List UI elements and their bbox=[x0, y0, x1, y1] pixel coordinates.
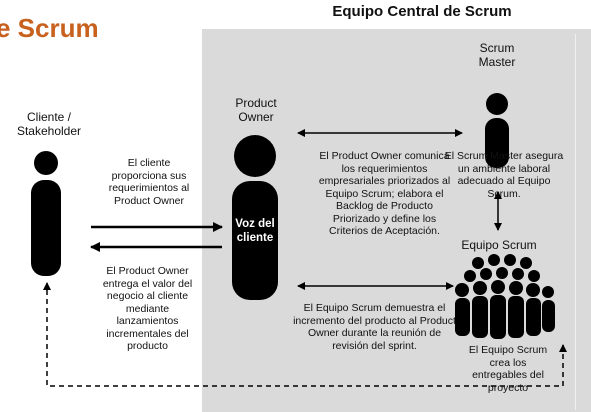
page-title: e Scrum bbox=[0, 13, 99, 43]
scrum-master-label: Scrum Master bbox=[478, 41, 516, 69]
scrum-team-icon bbox=[455, 254, 555, 339]
voice-of-customer-label: Voz del cliente bbox=[235, 218, 275, 244]
team-client-dashed-arrow-icon bbox=[43, 282, 567, 387]
product-owner-person-icon bbox=[232, 135, 278, 300]
product-owner-label: Product Owner bbox=[235, 96, 277, 124]
panel-title: Equipo Central de Scrum bbox=[332, 3, 512, 20]
team-creates-text: El Equipo Scrum crea los entregables del… bbox=[468, 344, 548, 394]
scrum-team-label: Equipo Scrum bbox=[461, 238, 537, 252]
panel-divider bbox=[575, 34, 576, 410]
po-delivers-text: El Product Owner entrega el valor del ne… bbox=[102, 265, 193, 352]
sm-ensures-text: El Scrum Master asegura un ambiente labo… bbox=[444, 150, 564, 200]
po-communicates-text: El Product Owner comunica los requerimie… bbox=[318, 150, 451, 237]
scrum-master-person-icon bbox=[485, 93, 509, 168]
client-label: Cliente / Stakeholder bbox=[16, 110, 82, 138]
team-demonstrates-text: El Equipo Scrum demuestra el incremento … bbox=[293, 302, 456, 352]
client-provides-text: El cliente proporciona sus requerimiento… bbox=[108, 157, 190, 207]
client-person-icon bbox=[31, 151, 61, 276]
